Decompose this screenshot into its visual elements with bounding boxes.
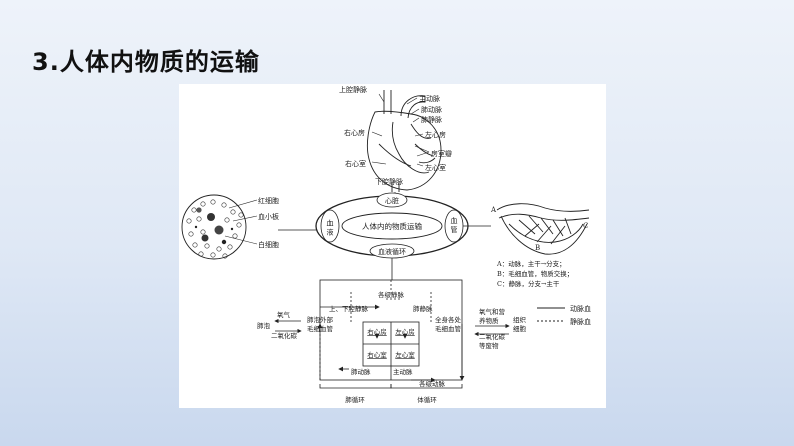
label-right-ventricle: 右心室 (345, 159, 366, 168)
loop-co2: 二氧化碳 (271, 331, 298, 340)
label-aorta: 主动脉 (419, 94, 440, 103)
label-right-atrium: 右心房 (344, 128, 365, 137)
loop-co2-waste: 二氧化碳等废物 (479, 332, 506, 350)
label-red-blood-cell: 红细胞 (258, 196, 279, 205)
loop-lung-capillaries: 肺泡外部毛细血管 (307, 315, 334, 333)
blood-smear (181, 194, 247, 260)
loop-systemic-circulation: 体循环 (417, 395, 437, 404)
transport-diagram: 上腔静脉 主动脉 肺动脉 肺静脉 右心房 左心房 房室瓣 右心室 左心室 下腔静… (179, 84, 606, 408)
loop-aorta: 主动脉 (393, 367, 413, 376)
hub-heart-label: 心脏 (385, 196, 399, 205)
heart-illustration (366, 90, 442, 192)
loop-pulmonary-vein: 肺静脉 (413, 304, 433, 313)
slide-title: 3.人体内物质的运输 (32, 48, 260, 76)
label-left-ventricle: 左心室 (425, 163, 446, 172)
vessel-note-a: A：动脉，主干→分支； (496, 259, 566, 268)
label-white-blood-cell: 白细胞 (258, 240, 279, 249)
heart-label-lines (371, 93, 430, 167)
loop-left-atrium: 左心房 (395, 327, 415, 336)
legend-venous-label: 静脉血 (570, 317, 591, 326)
label-pulmonary-artery-top: 肺动脉 (421, 105, 442, 114)
vessel-illustration (496, 203, 590, 255)
label-inferior-vena-cava: 下腔静脉 (375, 177, 403, 186)
diagram-canvas: 上腔静脉 主动脉 肺动脉 肺静脉 右心房 左心房 房室瓣 右心室 左心室 下腔静… (181, 85, 591, 404)
loop-all-veins: 各级静脉 (378, 290, 405, 299)
vessel-note-c: C：静脉，分支→主干 (497, 279, 560, 288)
hub-vessel-label: 血管 (451, 216, 458, 234)
loop-vena-cava: 上、下腔静脉 (329, 304, 369, 313)
loop-oxygen: 氧气 (277, 310, 291, 319)
hub-blood-label: 血液 (326, 219, 334, 237)
loop-all-arteries: 各级动脉 (419, 379, 446, 388)
label-pulmonary-vein-top: 肺静脉 (421, 115, 442, 124)
vessel-label-b: B (535, 244, 540, 252)
label-platelet: 血小板 (258, 212, 279, 221)
vessel-note-b: B：毛细血管，物质交换； (497, 269, 573, 278)
loop-pulmonary-artery: 肺动脉 (351, 367, 371, 376)
blood-label-lines (224, 199, 258, 245)
vessel-label-c: C (583, 222, 588, 230)
loop-left-ventricle: 左心室 (395, 350, 415, 359)
legend-arterial-label: 动脉血 (570, 304, 591, 313)
loop-body-capillaries: 全身各处毛细血管 (435, 315, 462, 333)
loop-o2-nutrients: 氧气和营养物质 (479, 307, 506, 325)
center-hub (315, 192, 469, 259)
loop-right-ventricle: 右心室 (367, 350, 387, 359)
loop-alveoli: 肺泡 (257, 321, 271, 330)
hub-circulation-label: 血液循环 (378, 247, 406, 256)
loop-pulmonary-circulation: 肺循环 (345, 395, 365, 404)
loop-exchange-arrows (274, 318, 510, 337)
label-superior-vena-cava: 上腔静脉 (339, 85, 367, 94)
legend (537, 307, 565, 322)
loop-tissue-cells: 组织细胞 (513, 315, 527, 333)
loop-right-atrium: 右心房 (367, 327, 387, 336)
center-main-label: 人体内的物质运输 (362, 221, 422, 231)
vessel-label-a: A (490, 206, 497, 214)
circulation-flowchart (317, 279, 465, 389)
label-left-atrium: 左心房 (425, 130, 446, 139)
label-av-valve: 房室瓣 (431, 149, 452, 158)
